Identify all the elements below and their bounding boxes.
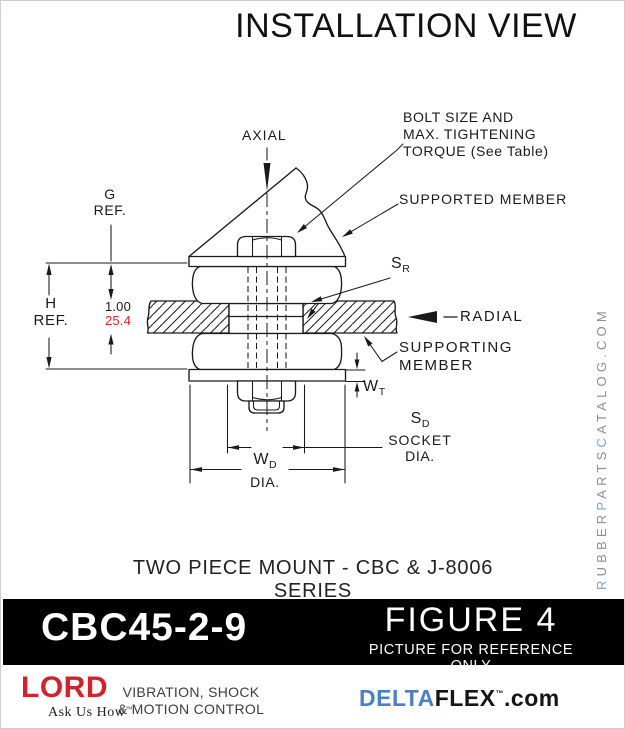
lord-tagline: Ask Us How™ [48,705,133,720]
supporting-member-shape [146,300,398,334]
watermark-vertical-text: RUBBERPARTSCATALOG.COM [594,307,609,590]
series-caption: TWO PIECE MOUNT - CBC & J-8006 SERIES [132,557,494,602]
lord-logo: LORD [21,671,108,704]
g-ref-label: G REF. [93,186,127,218]
sd-label: SD SOCKET DIA. [388,410,452,465]
thickness-inches: 1.00 [104,299,132,314]
bolt-note-leader [297,143,404,233]
supporting-member-label: SUPPORTING MEMBER [399,339,513,374]
g-ref-dimension [108,224,114,300]
footer: LORD Ask Us How™ VIBRATION, SHOCK & MOTI… [1,665,624,728]
supported-member-label: SUPPORTED MEMBER [399,191,568,207]
page-title: INSTALLATION VIEW [235,7,577,45]
h-ref-label: H REF. [33,295,69,329]
bolt-note-label: BOLT SIZE AND MAX. TIGHTENING TORQUE (Se… [403,109,549,159]
bolt-shank-hidden-lines [247,267,287,369]
axial-arrow [263,147,271,191]
figure-banner: CBC45-2-9 FIGURE 4 PICTURE FOR REFERENCE… [3,599,624,674]
thickness-dimension [108,333,114,355]
radial-arrow [408,311,458,323]
services-text: VIBRATION, SHOCK & MOTION CONTROL [117,684,265,717]
sr-label: SR [391,255,410,275]
thickness-millimeters: 25.4 [104,313,132,328]
supporting-member-leader [364,336,398,363]
sr-leader [307,277,391,319]
wd-label: WD DIA. [250,451,280,490]
deltaflex-logo: DELTAFLEX™.com [359,685,560,711]
sd-dimension [226,384,383,454]
part-number: CBC45-2-9 [41,606,248,649]
wt-dimension [345,352,366,398]
figure-label: FIGURE 4 [384,601,558,639]
supported-member-shape [188,167,346,258]
h-ref-dimension [45,262,188,370]
radial-label: RADIAL [460,308,524,325]
bottom-nut [236,380,297,402]
supported-member-leader [342,203,399,237]
figure-block: FIGURE 4 PICTURE FOR REFERENCE ONLY [355,600,587,674]
wt-label: WT [363,378,386,398]
wd-dimension [189,384,346,484]
axial-label: AXIAL [242,127,287,143]
mount-middle-section [228,302,304,335]
